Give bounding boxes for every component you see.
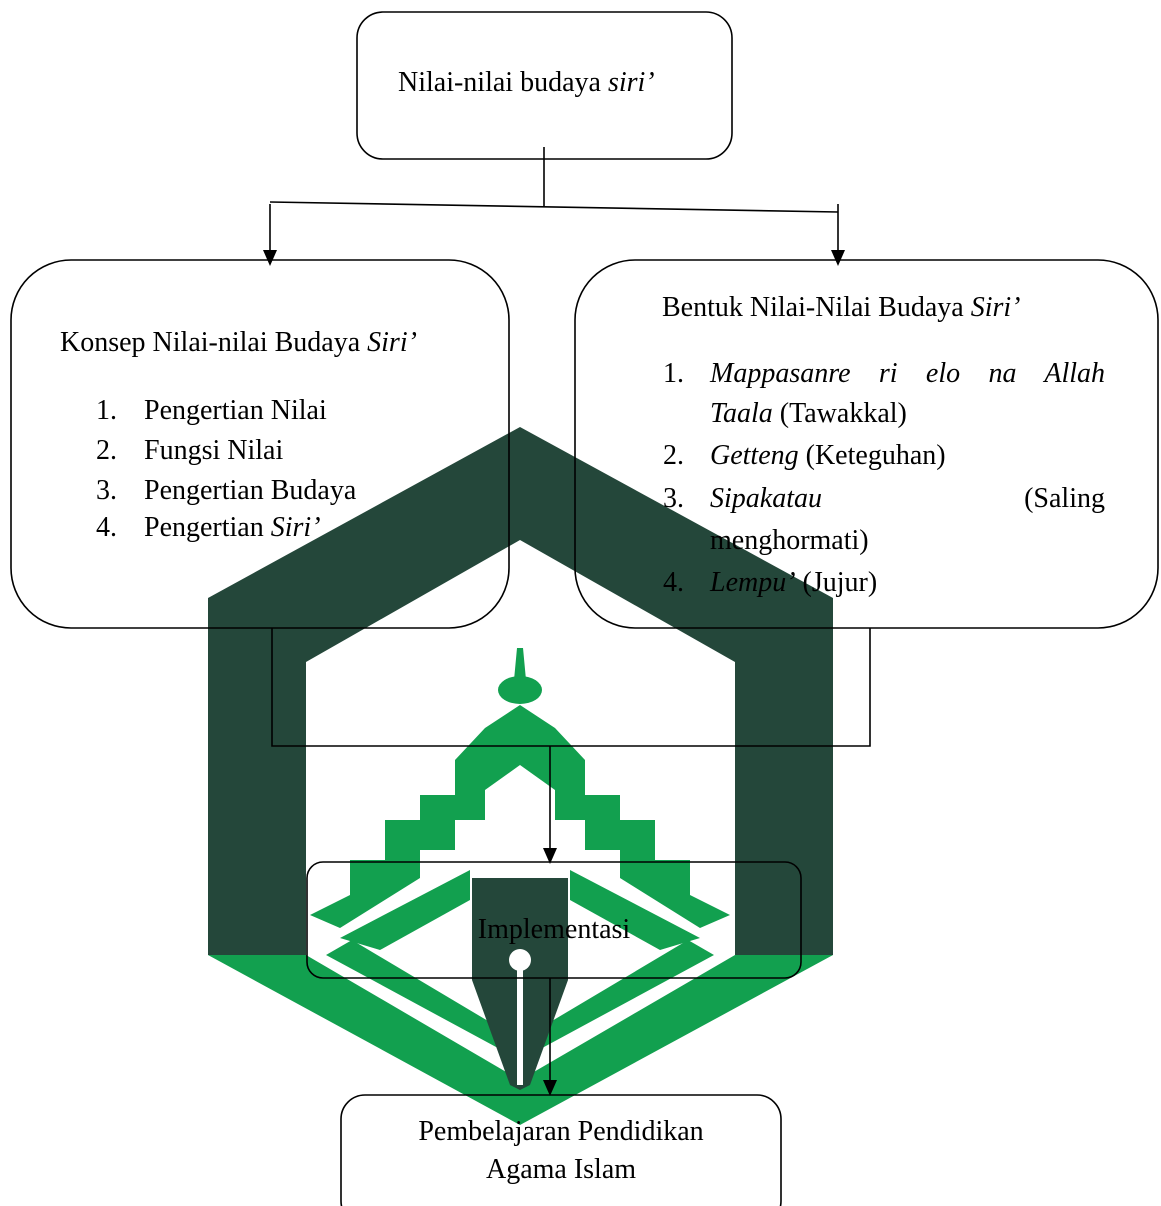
- arrowhead-bentuk: [831, 250, 845, 266]
- logo-pen-hole: [509, 949, 531, 971]
- konsep-title: Konsep Nilai-nilai Budaya Siri’: [60, 323, 417, 363]
- logo-green-base: [208, 955, 833, 1125]
- target-label-line2: Agama Islam: [485, 1154, 637, 1185]
- logo-dark-frame: [208, 427, 833, 955]
- bentuk-title: Bentuk Nilai-Nilai Budaya Siri’: [662, 288, 1021, 328]
- konsep-item-num: 2.: [96, 435, 117, 466]
- logo-chevron: [326, 940, 714, 1060]
- logo-dome: [498, 676, 542, 704]
- root-label-italic: siri’: [607, 67, 655, 98]
- konsep-item: 1. Pengertian Nilai: [96, 391, 327, 431]
- bentuk-item-italic: Sipakatau: [710, 483, 822, 514]
- watermark-logo: [208, 427, 833, 1125]
- connector-split-bar: [269, 201, 839, 213]
- logo-wing-left: [340, 870, 470, 950]
- konsep-item: 3. Pengertian Budaya: [96, 471, 356, 511]
- target-label-line1: Pembelajaran Pendidikan: [418, 1116, 704, 1147]
- konsep-item: 4. Pengertian Siri’: [96, 508, 321, 548]
- arrowhead-target: [543, 1080, 557, 1096]
- bentuk-item: 3. Sipakatau (Saling: [663, 479, 1105, 519]
- bentuk-item-italic: Taala: [710, 398, 773, 429]
- bentuk-item: 4. Lempu’ (Jujur): [663, 563, 877, 603]
- bentuk-item-italic: Getteng: [710, 440, 799, 471]
- bentuk-item-italic: Lempu’: [710, 567, 796, 598]
- logo-mosque: [310, 705, 730, 928]
- bentuk-item-italic: Mappasanre ri elo na Allah: [710, 358, 1105, 389]
- bentuk-item-num: 3.: [663, 483, 684, 514]
- logo-pen-slit: [517, 970, 523, 1085]
- bentuk-item-text: (Tawakkal): [772, 398, 907, 429]
- konsep-item-text: Pengertian: [144, 512, 271, 543]
- bentuk-title-italic: Siri’: [970, 292, 1021, 323]
- bentuk-item: 2. Getteng (Keteguhan): [663, 436, 946, 476]
- bentuk-item-cont: Taala (Tawakkal): [710, 394, 907, 434]
- konsep-item-text: Pengertian Nilai: [144, 395, 327, 426]
- logo-wing-right: [570, 870, 700, 950]
- box-target: [340, 1094, 782, 1206]
- konsep-item-num: 1.: [96, 395, 117, 426]
- bentuk-item-text: (Keteguhan): [798, 440, 946, 471]
- connector-merge: [271, 628, 871, 747]
- bentuk-title-text: Bentuk Nilai-Nilai Budaya: [662, 292, 971, 323]
- bentuk-item-text: menghormati): [710, 525, 869, 556]
- box-implementasi: [306, 861, 802, 979]
- konsep-item-text: Fungsi Nilai: [144, 435, 284, 466]
- box-bentuk: [574, 259, 1159, 629]
- bentuk-item-num: 1.: [663, 358, 684, 389]
- bentuk-item-num: 2.: [663, 440, 684, 471]
- box-konsep: [10, 259, 510, 629]
- konsep-item-italic: Siri’: [270, 512, 321, 543]
- konsep-item: 2. Fungsi Nilai: [96, 431, 283, 471]
- bentuk-item: 1. Mappasanre ri elo na Allah: [663, 354, 1105, 394]
- arrowhead-implementasi: [543, 848, 557, 864]
- konsep-title-text: Konsep Nilai-nilai Budaya: [60, 327, 368, 358]
- bentuk-item-text: (Jujur): [795, 567, 878, 598]
- arrowhead-konsep: [263, 250, 277, 266]
- logo-spire: [514, 648, 526, 680]
- implementasi-label: Implementasi: [477, 914, 631, 945]
- root-label-text: Nilai-nilai budaya: [398, 67, 608, 98]
- bentuk-item-cont: menghormati): [710, 521, 869, 561]
- root-label: Nilai-nilai budaya siri’: [398, 63, 655, 103]
- konsep-item-num: 3.: [96, 475, 117, 506]
- konsep-item-text: Pengertian Budaya: [144, 475, 357, 506]
- konsep-title-italic: Siri’: [367, 327, 417, 358]
- bentuk-item-text: (Saling: [1024, 483, 1105, 514]
- konsep-item-num: 4.: [96, 512, 117, 543]
- bentuk-item-num: 4.: [663, 567, 684, 598]
